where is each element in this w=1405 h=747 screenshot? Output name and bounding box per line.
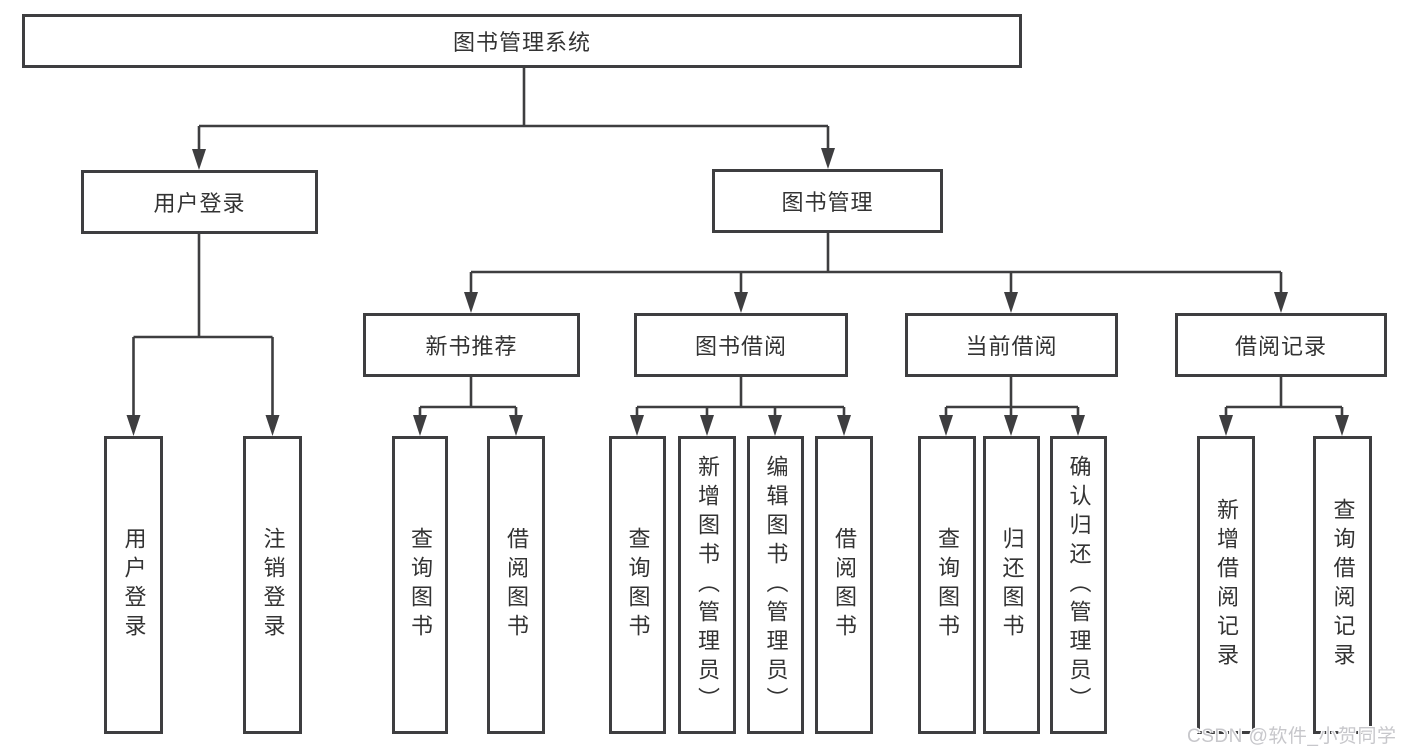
node-root-label: 图书管理系统 [452,30,591,55]
node-book-borrow: 图书借阅 [634,313,848,377]
leaf-record-add-label: 新增借阅记录 [1214,498,1239,672]
leaf-borrow-edit-books-admin-label: 编辑图书（管理员） [763,454,789,716]
leaf-borrow-borrow-books: 借阅图书 [815,436,873,734]
leaf-current-query-books-label: 查询图书 [935,527,960,643]
node-new-book-recommend: 新书推荐 [363,313,580,377]
leaf-current-confirm-return-admin-label: 确认归还（管理员） [1066,454,1092,716]
leaf-newbook-query-books: 查询图书 [392,436,448,734]
leaf-record-add: 新增借阅记录 [1197,436,1255,734]
node-current-borrow: 当前借阅 [905,313,1118,377]
leaf-borrow-add-books-admin: 新增图书（管理员） [678,436,736,734]
csdn-watermark: CSDN @软件_小贺同学 [1187,726,1397,747]
node-root: 图书管理系统 [22,14,1022,68]
leaf-user-login-label: 用户登录 [121,527,147,643]
leaf-newbook-query-books-label: 查询图书 [408,527,433,643]
leaf-current-return-books: 归还图书 [983,436,1040,734]
leaf-borrow-add-books-admin-label: 新增图书（管理员） [695,454,720,716]
leaf-borrow-query-books-label: 查询图书 [625,527,651,643]
node-book-borrow-label: 图书借阅 [694,334,787,359]
leaf-current-return-books-label: 归还图书 [999,527,1025,643]
leaf-record-query: 查询借阅记录 [1313,436,1372,734]
node-new-book-recommend-label: 新书推荐 [425,334,518,359]
node-book-management: 图书管理 [712,169,943,233]
leaf-logout: 注销登录 [243,436,302,734]
node-current-borrow-label: 当前借阅 [965,334,1058,359]
leaf-newbook-borrow-books-label: 借阅图书 [504,527,529,643]
node-borrow-records: 借阅记录 [1175,313,1387,377]
node-borrow-records-label: 借阅记录 [1234,334,1327,359]
leaf-borrow-borrow-books-label: 借阅图书 [832,527,857,643]
leaf-current-query-books: 查询图书 [918,436,976,734]
leaf-user-login: 用户登录 [104,436,163,734]
leaf-borrow-query-books: 查询图书 [609,436,666,734]
leaf-newbook-borrow-books: 借阅图书 [487,436,545,734]
node-user-login-label: 用户登录 [153,191,246,216]
node-user-login: 用户登录 [81,170,318,234]
node-book-management-label: 图书管理 [781,190,874,215]
leaf-current-confirm-return-admin: 确认归还（管理员） [1050,436,1107,734]
leaf-record-query-label: 查询借阅记录 [1330,498,1356,672]
leaf-borrow-edit-books-admin: 编辑图书（管理员） [747,436,804,734]
leaf-logout-label: 注销登录 [260,527,286,643]
